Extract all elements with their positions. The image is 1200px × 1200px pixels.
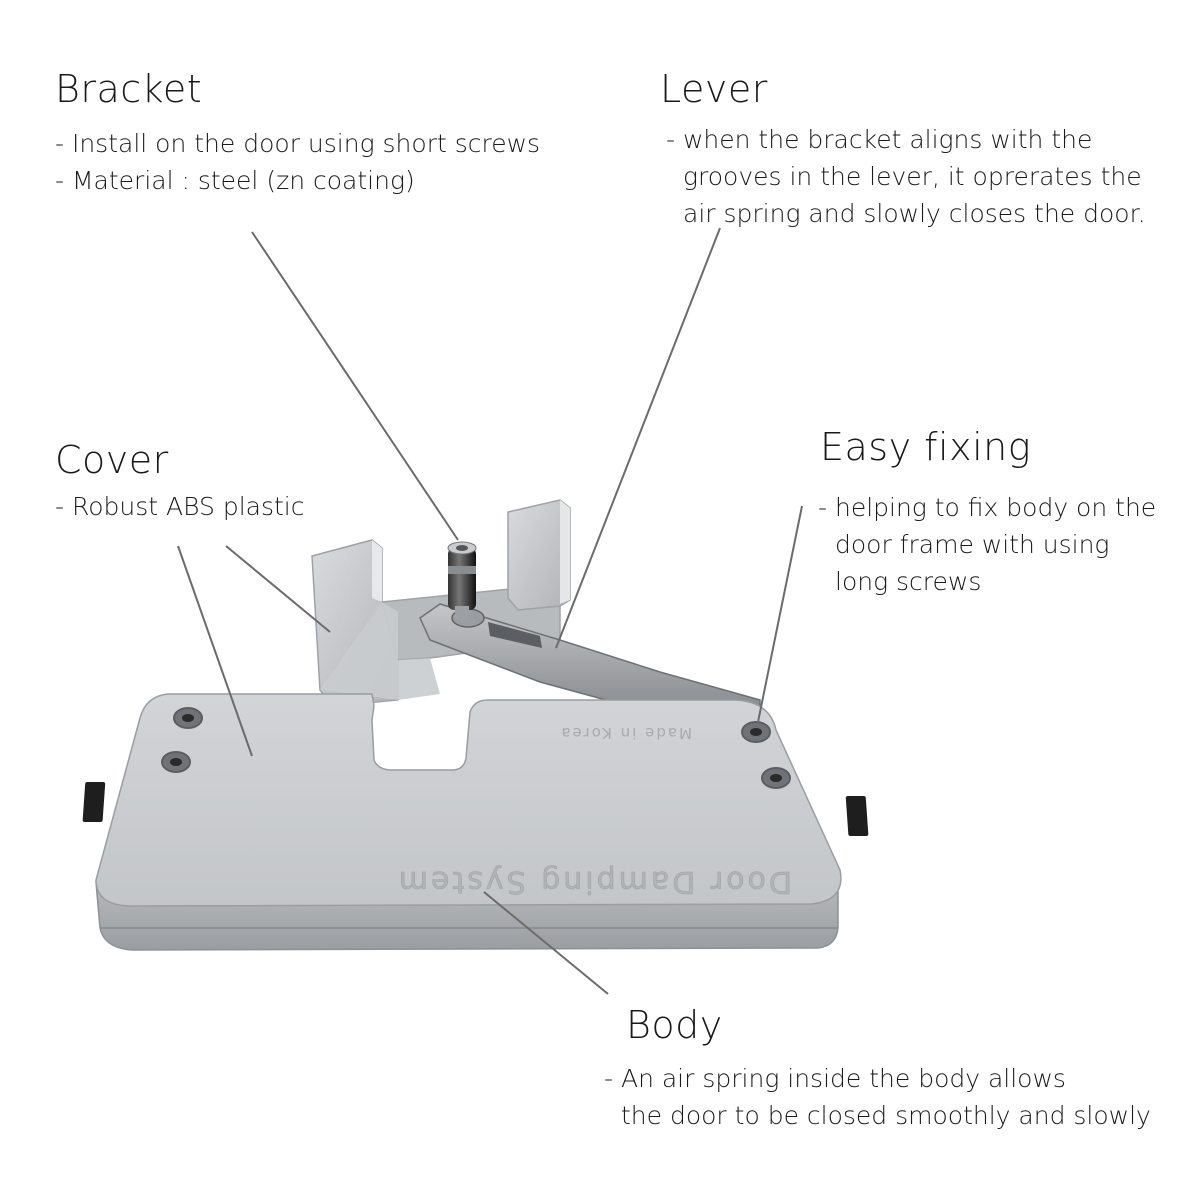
- body-title: Body: [626, 1003, 723, 1047]
- lever-line-3: air spring and slowly closes the door.: [683, 199, 1146, 228]
- body-part: Door Damping System Made in Korea: [82, 693, 869, 951]
- leader-line-easy-fixing: [757, 505, 803, 723]
- body-line-1: - An air spring inside the body allows: [604, 1064, 1066, 1093]
- body-line-2: the door to be closed smoothly and slowl…: [621, 1101, 1151, 1130]
- easy-fixing-line-3: long screws: [835, 567, 982, 596]
- cover-description: - Robust ABS plastic: [55, 488, 305, 525]
- bracket-title: Bracket: [55, 67, 203, 111]
- bracket-description: - Install on the door using short screws…: [55, 125, 540, 199]
- cover-title: Cover: [55, 438, 169, 482]
- slot-right: [845, 796, 869, 836]
- leader-line-bracket: [251, 231, 459, 541]
- leader-lines: [177, 227, 803, 995]
- leader-line-lever: [555, 227, 721, 649]
- lever-part: [419, 603, 761, 717]
- slot-left: [82, 782, 106, 822]
- bracket-line-2: - Material : steel (zn coating): [55, 166, 415, 195]
- cover-line-1: - Robust ABS plastic: [55, 492, 305, 521]
- leader-line-cover-b: [225, 545, 331, 633]
- lever-line-1: - when the bracket aligns with the: [666, 125, 1093, 154]
- embossed-brand-text: Door Damping System: [396, 864, 792, 899]
- bracket-line-1: - Install on the door using short screws: [55, 129, 541, 158]
- leader-line-cover-a: [177, 545, 253, 757]
- leader-line-body: [483, 891, 609, 995]
- lever-description: - when the bracket aligns with the groov…: [666, 121, 1146, 232]
- easy-fixing-line-1: - helping to fix body on the: [818, 493, 1157, 522]
- body-description: - An air spring inside the body allows t…: [604, 1060, 1151, 1134]
- easy-fixing-description: - helping to fix body on the door frame …: [818, 489, 1156, 600]
- easy-fixing-title: Easy fixing: [820, 425, 1032, 469]
- lever-line-2: grooves in the lever, it oprerates the: [683, 162, 1142, 191]
- lever-title: Lever: [660, 67, 768, 111]
- pin-part: [447, 541, 477, 620]
- easy-fixing-line-2: door frame with using: [835, 530, 1110, 559]
- embossed-small-text: Made in Korea: [559, 724, 692, 742]
